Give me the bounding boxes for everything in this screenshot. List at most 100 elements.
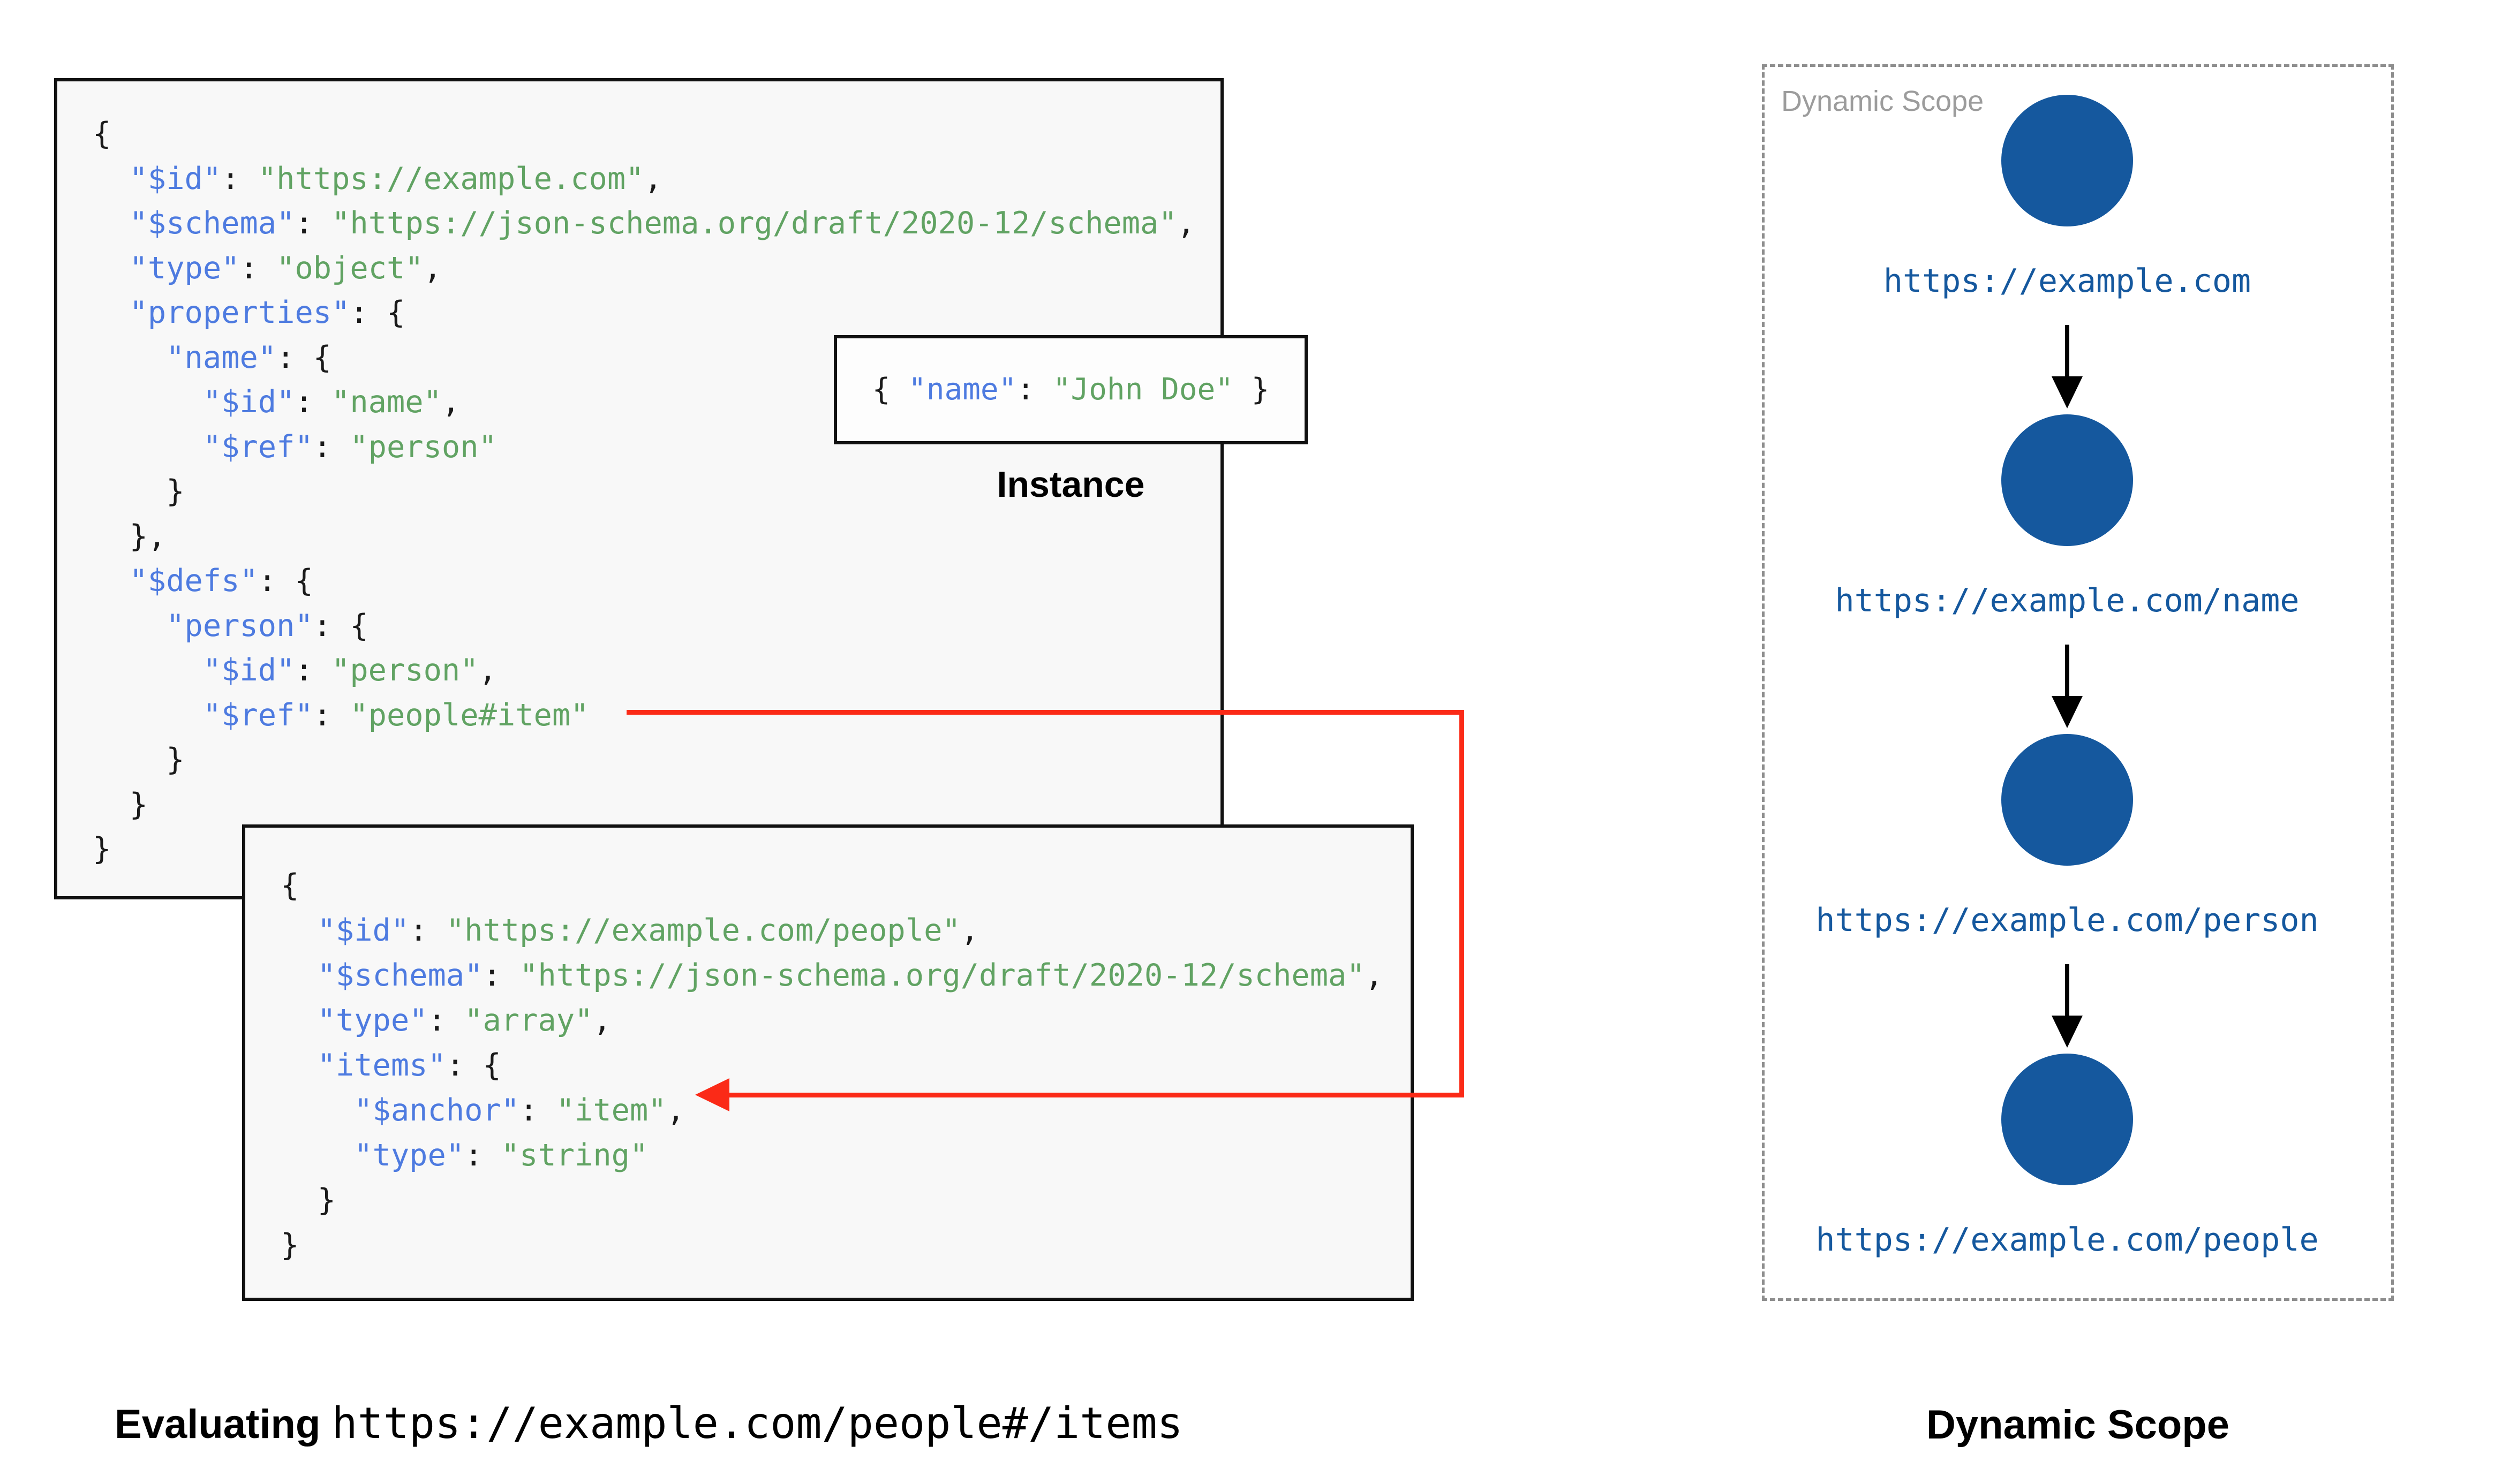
- ref-arrow-bottom-segment: [728, 1093, 1464, 1097]
- instance-code: { "name": "John Doe" }: [872, 375, 1270, 405]
- dynamic-scope-box: [1762, 64, 2394, 1301]
- code-punctuation: {: [281, 868, 299, 903]
- code-punctuation: }: [93, 831, 111, 867]
- dynamic-scope-caption: Dynamic Scope: [1926, 1402, 2229, 1448]
- schema-people-box: {"$id": "https://example.com/people","$s…: [242, 824, 1414, 1301]
- down-arrow-icon: [2065, 964, 2069, 1018]
- code-line: "items": {: [281, 1043, 1411, 1088]
- code-line: "$id": "https://example.com",: [93, 157, 1220, 202]
- code-punctuation: }: [166, 474, 185, 509]
- code-key: "$id": [317, 913, 410, 948]
- code-line: "$id": "name",: [93, 380, 1220, 425]
- scope-node-circle: [2001, 734, 2133, 866]
- code-line: {: [93, 112, 1220, 157]
- down-arrowhead-icon: [2052, 696, 2083, 728]
- scope-node-circle: [2001, 1054, 2133, 1185]
- code-line: }: [281, 1178, 1411, 1223]
- code-key: "$defs": [129, 563, 258, 599]
- code-string: "array": [464, 1003, 593, 1038]
- code-line: "properties": {: [93, 291, 1220, 336]
- code-line: "person": {: [93, 604, 1220, 649]
- code-punctuation: :: [519, 1093, 556, 1128]
- code-punctuation: :: [427, 1003, 465, 1038]
- code-line: }: [93, 738, 1220, 783]
- code-punctuation: }: [1233, 372, 1270, 407]
- scope-node-label: https://example.com/name: [1835, 582, 2300, 619]
- code-line: "type": "string": [281, 1133, 1411, 1178]
- scope-node-circle: [2001, 414, 2133, 546]
- code-punctuation: :: [483, 958, 520, 993]
- code-key: "$id": [202, 653, 295, 688]
- code-line: },: [93, 514, 1220, 559]
- code-punctuation: },: [129, 518, 167, 554]
- scope-node-label: https://example.com/people: [1815, 1221, 2319, 1259]
- code-punctuation: :: [295, 206, 332, 241]
- schema-outer-code: {"$id": "https://example.com","$schema":…: [57, 81, 1220, 872]
- code-punctuation: :: [295, 653, 332, 688]
- code-line: "$schema": "https://json-schema.org/draf…: [281, 953, 1411, 998]
- code-punctuation: ,: [478, 653, 497, 688]
- code-punctuation: :: [313, 697, 350, 733]
- code-key: "$id": [129, 161, 222, 196]
- code-punctuation: ,: [423, 250, 442, 286]
- down-arrow-icon: [2065, 325, 2069, 378]
- code-string: "name": [331, 384, 442, 420]
- code-punctuation: ,: [1177, 206, 1195, 241]
- code-key: "$anchor": [354, 1093, 520, 1128]
- code-line: "type": "object",: [93, 246, 1220, 291]
- code-string: "https://json-schema.org/draft/2020-12/s…: [519, 958, 1365, 993]
- code-punctuation: :: [221, 161, 258, 196]
- schema-outer-box: {"$id": "https://example.com","$schema":…: [54, 78, 1224, 899]
- code-key: "name": [908, 372, 1017, 407]
- code-string: "person": [350, 429, 497, 465]
- code-line: }: [93, 470, 1220, 514]
- code-key: "items": [317, 1048, 446, 1083]
- code-key: "$schema": [317, 958, 483, 993]
- code-punctuation: :: [313, 429, 350, 465]
- code-punctuation: {: [93, 116, 111, 152]
- code-punctuation: : {: [313, 608, 368, 643]
- code-punctuation: ,: [593, 1003, 612, 1038]
- code-punctuation: :: [409, 913, 446, 948]
- code-line: "$ref": "people#item": [93, 693, 1220, 738]
- code-punctuation: ,: [441, 384, 461, 420]
- instance-label: Instance: [997, 464, 1145, 505]
- down-arrowhead-icon: [2052, 1016, 2083, 1048]
- code-punctuation: }: [166, 742, 185, 777]
- code-key: "$schema": [129, 206, 295, 241]
- code-string: "https://example.com/people": [446, 913, 961, 948]
- code-line: }: [281, 1223, 1411, 1268]
- code-line: "$schema": "https://json-schema.org/draf…: [93, 201, 1220, 246]
- code-line: }: [93, 827, 1220, 872]
- schema-people-code: {"$id": "https://example.com/people","$s…: [245, 828, 1411, 1268]
- code-punctuation: : {: [446, 1048, 501, 1083]
- code-key: "type": [317, 1003, 428, 1038]
- code-key: "$id": [202, 384, 295, 420]
- code-key: "type": [129, 250, 240, 286]
- code-punctuation: ,: [644, 161, 662, 196]
- code-punctuation: : {: [276, 339, 332, 375]
- code-punctuation: ,: [1365, 958, 1383, 993]
- code-punctuation: {: [872, 372, 909, 407]
- down-arrow-icon: [2065, 645, 2069, 698]
- code-punctuation: :: [239, 250, 277, 286]
- code-line: "$ref": "person": [93, 425, 1220, 470]
- code-line: "$anchor": "item",: [281, 1088, 1411, 1133]
- code-punctuation: : {: [258, 563, 313, 599]
- code-key: "properties": [129, 295, 350, 330]
- code-string: "item": [556, 1093, 667, 1128]
- ref-arrowhead-icon: [695, 1078, 729, 1111]
- code-punctuation: }: [281, 1228, 299, 1263]
- code-key: "name": [166, 339, 277, 375]
- code-punctuation: : {: [350, 295, 405, 330]
- down-arrowhead-icon: [2052, 376, 2083, 408]
- code-line: "$id": "https://example.com/people",: [281, 908, 1411, 953]
- ref-arrow-vertical-segment: [1459, 710, 1464, 1097]
- code-string: "string": [501, 1138, 649, 1173]
- code-key: "person": [166, 608, 313, 643]
- scope-node-label: https://example.com/person: [1815, 902, 2319, 939]
- ref-arrow-top-segment: [627, 710, 1464, 715]
- code-line: "type": "array",: [281, 998, 1411, 1043]
- code-string: "object": [276, 250, 424, 286]
